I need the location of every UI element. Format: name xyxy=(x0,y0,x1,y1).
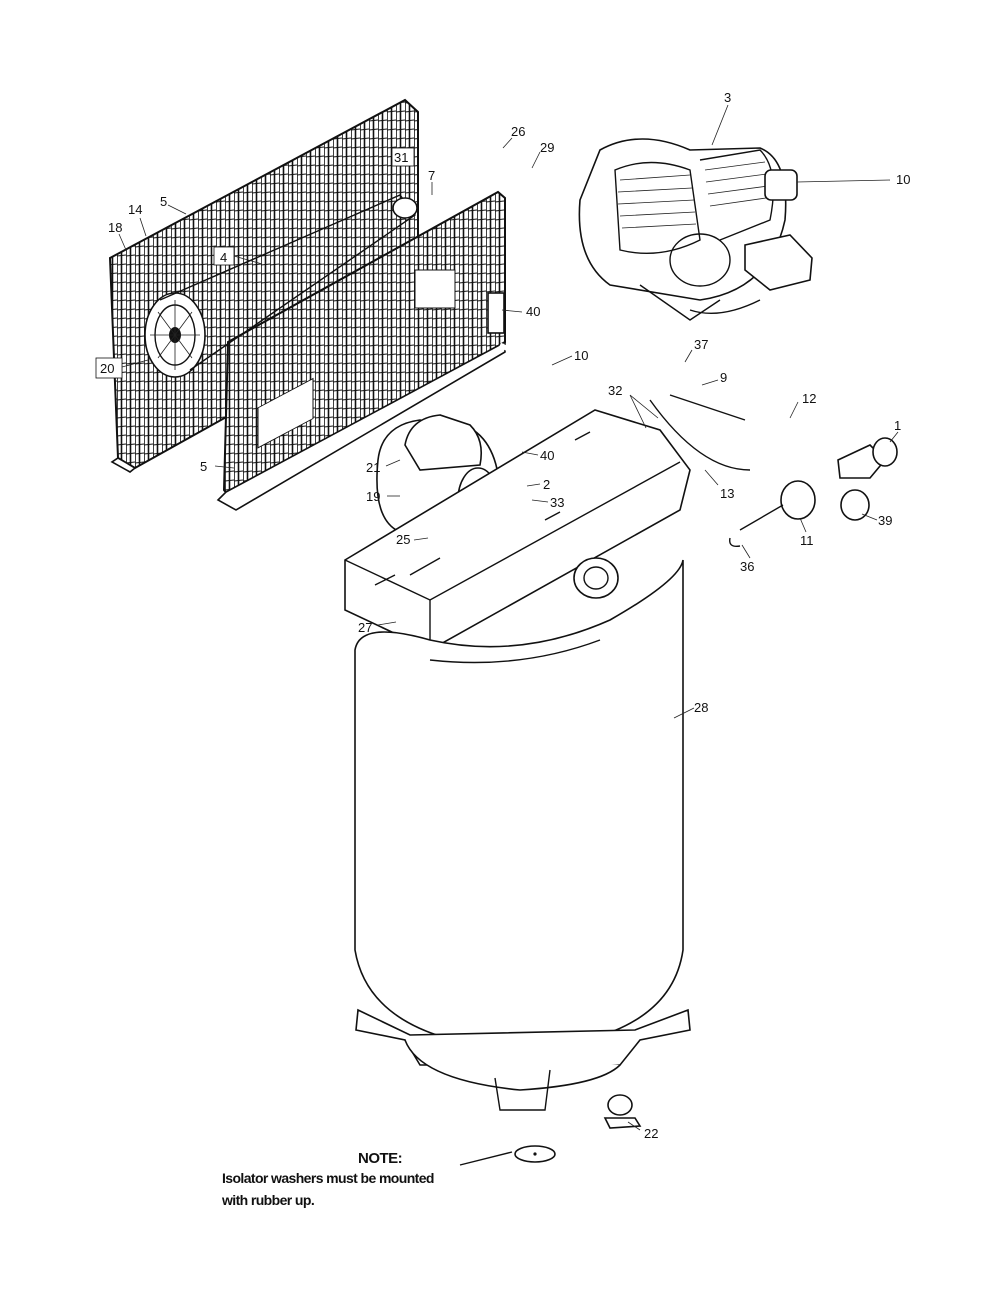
tank-platform xyxy=(344,409,691,651)
callout-39: 39 xyxy=(861,513,892,528)
callout-label: 40 xyxy=(526,304,540,319)
drain-valve xyxy=(603,1094,642,1129)
callout-label: 1 xyxy=(894,418,901,433)
belt-guard-front-panel xyxy=(216,190,506,511)
callout-4: 4 xyxy=(213,246,263,266)
callout-label: 32 xyxy=(608,383,622,398)
callout-label: 26 xyxy=(511,124,525,139)
outlet-tube xyxy=(487,292,566,470)
callout-label: 10 xyxy=(574,348,588,363)
callout-5-top: 5 xyxy=(160,194,187,215)
callout-29: 31 xyxy=(391,147,415,167)
callout-26: 26 xyxy=(502,124,525,149)
air-tank xyxy=(354,559,691,1111)
callout-21: 21 xyxy=(366,459,401,475)
callout-36: 36 xyxy=(740,544,754,574)
callout-13: 13 xyxy=(704,469,734,501)
callout-label: 4 xyxy=(220,250,227,265)
callout-label: 20 xyxy=(100,361,114,376)
callout-label: 31 xyxy=(394,150,408,165)
pressure-switch xyxy=(649,234,813,471)
callout-label: 12 xyxy=(802,391,816,406)
callout-22: 22 xyxy=(627,1121,658,1141)
callout-1: 1 xyxy=(889,418,901,443)
callout-label: 37 xyxy=(694,337,708,352)
callout-label: 33 xyxy=(550,495,564,510)
callout-12: 12 xyxy=(789,391,816,419)
callout-28: 29 xyxy=(531,140,554,169)
callout-label: 28 xyxy=(694,700,708,715)
callout-40-lower: 40 xyxy=(521,448,554,463)
note-line-2: with rubber up. xyxy=(222,1192,315,1208)
callout-3: 3 xyxy=(711,90,731,146)
callout-label: 7 xyxy=(428,168,435,183)
callout-10-lower: 10 xyxy=(551,348,588,366)
callout-label: 39 xyxy=(878,513,892,528)
callout-2: 2 xyxy=(526,477,550,492)
callout-37: 37 xyxy=(684,337,708,363)
tank-valves xyxy=(729,437,898,548)
callout-labels: 3 10 26 29 31 7 14 5 18 4 40 20 10 37 9 … xyxy=(95,90,910,1141)
callout-label: 2 xyxy=(543,477,550,492)
callout-label: 14 xyxy=(128,202,142,217)
callout-label: 18 xyxy=(108,220,122,235)
callout-label: 27 xyxy=(358,620,372,635)
callout-label: 5 xyxy=(200,459,207,474)
callout-7: 7 xyxy=(428,168,435,195)
pulley-and-belt xyxy=(144,194,418,378)
callout-label: 11 xyxy=(800,533,814,548)
callout-5-lower: 5 xyxy=(200,459,235,474)
callout-label: 5 xyxy=(160,194,167,209)
callout-33: 28 xyxy=(673,700,708,719)
callout-label: 36 xyxy=(740,559,754,574)
note-title: NOTE: xyxy=(358,1150,403,1167)
callout-31: 33 xyxy=(531,495,564,510)
callout-label: 40 xyxy=(540,448,554,463)
callout-label: 21 xyxy=(366,460,380,475)
callout-18: 19 xyxy=(366,489,400,504)
callout-11: 11 xyxy=(799,517,814,548)
callout-10-top: 10 xyxy=(796,172,910,187)
callout-label: 29 xyxy=(540,140,554,155)
pump-head xyxy=(578,138,798,321)
callout-label: 9 xyxy=(720,370,727,385)
isolator-washer xyxy=(459,1145,556,1166)
callout-label: 22 xyxy=(644,1126,658,1141)
callout-40-upper: 40 xyxy=(501,304,540,319)
callout-label: 3 xyxy=(724,90,731,105)
note-line-1: Isolator washers must be mounted xyxy=(222,1170,434,1186)
callout-14: 14 xyxy=(128,202,147,237)
callout-32: 32 xyxy=(608,383,659,429)
callout-27: 27 xyxy=(358,620,397,635)
callout-label: 25 xyxy=(396,532,410,547)
callout-label: 19 xyxy=(366,489,380,504)
callout-label: 13 xyxy=(720,486,734,501)
callout-20: 20 xyxy=(95,357,149,379)
callout-9: 9 xyxy=(701,370,727,386)
callout-label: 10 xyxy=(896,172,910,187)
callout-19: 18 xyxy=(108,220,127,251)
mounting-note: NOTE: Isolator washers must be mounted w… xyxy=(222,1150,542,1211)
callout-25: 25 xyxy=(396,532,429,547)
